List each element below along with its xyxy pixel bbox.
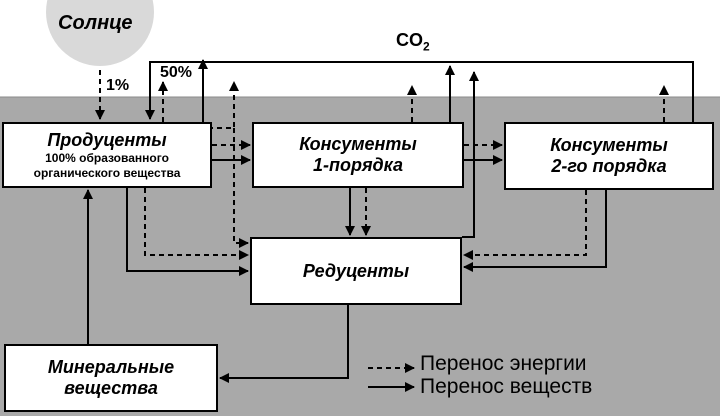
arrow-reducers-to-atmosphere [462,71,479,238]
reducers-box: Редуценты [250,237,462,305]
co2-label: CO2 [396,30,430,54]
consumers-1-order: 1-порядка [312,155,404,175]
co2-text: CO [396,30,423,50]
arrow-atmosphere-to-reducers [233,128,249,248]
arrow-co2-to-producers [145,61,694,122]
co2-subscript: 2 [423,39,430,54]
arrow-consumers2-to-reducers-energy [463,190,587,260]
energy-share-1-percent: 1% [106,77,130,94]
arrow-atmosphere-to-consumers1 [208,81,239,129]
arrows-layer [83,59,694,392]
consumers-1-title: Консументы [299,134,417,154]
legend-energy-label: Перенос энергии [420,352,587,375]
consumers-1-box: Консументы 1-порядка [252,122,464,188]
consumers-2-box: Консументы 2-го порядка [504,122,714,190]
minerals-title-line2: вещества [64,378,158,398]
consumers-2-order: 2-го порядка [551,156,667,176]
minerals-title-line1: Минеральные [47,357,175,377]
producers-box: Продуценты 100% образованного органическ… [2,122,212,188]
energy-share-50-percent: 50% [160,64,193,81]
producers-subtitle-line1: 100% образованного [45,150,169,165]
producers-subtitle-line2: органического вещества [33,165,181,180]
producers-title: Продуценты [47,129,167,150]
arrow-producers-to-reducers-energy [144,188,249,260]
consumers-2-title: Консументы [550,135,668,155]
reducers-title: Редуценты [302,260,410,281]
arrow-producers-to-reducers-matter [126,188,249,276]
minerals-box: Минеральные вещества [4,344,218,412]
arrow-consumers2-to-reducers-matter [463,190,607,272]
legend-matter-label: Перенос веществ [420,375,593,398]
arrow-reducers-to-minerals [219,305,349,383]
sun-label: Солнце [58,12,133,34]
sun-disc [46,0,154,66]
